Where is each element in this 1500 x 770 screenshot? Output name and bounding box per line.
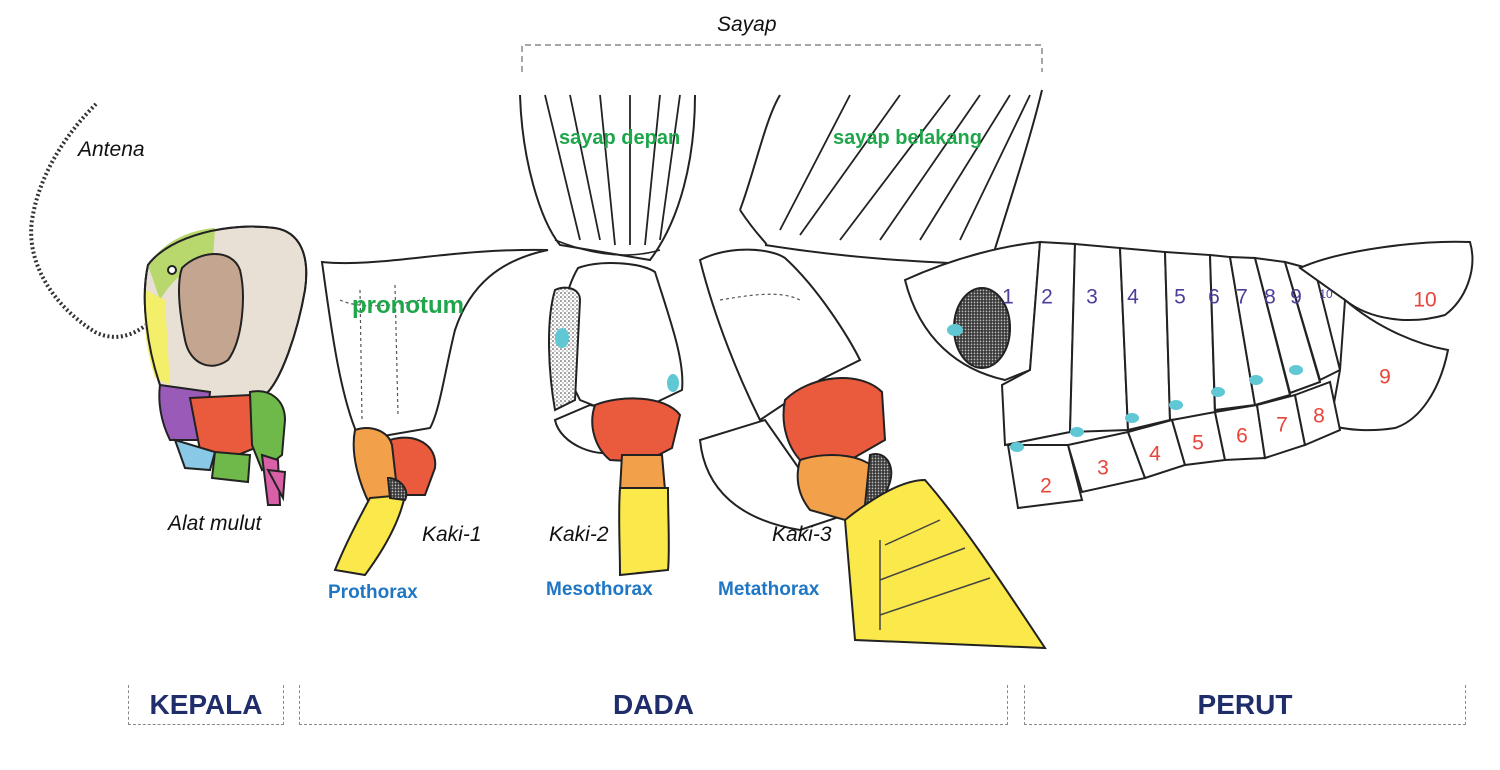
kaki-2-label: Kaki-2 [549, 523, 609, 546]
sternite-number: 3 [1097, 456, 1109, 480]
femur-3 [843, 478, 1047, 650]
tergite-number: 1 [1002, 285, 1014, 309]
sternite-number: 2 [1040, 474, 1052, 498]
tergite-number: 8 [1264, 285, 1276, 309]
sayap-depan-label: sayap depan [559, 127, 681, 149]
sternite-number: 8 [1313, 404, 1325, 428]
antenna [29, 102, 154, 339]
antena-label: Antena [78, 138, 145, 161]
tergite-number: 3 [1086, 285, 1098, 309]
section-kepala-label: KEPALA [149, 688, 263, 720]
tergite-number: 9 [1290, 285, 1302, 309]
section-perut: PERUT [1024, 685, 1466, 725]
mesothorax-drawing [519, 94, 696, 577]
section-perut-label: PERUT [1197, 688, 1293, 720]
head [29, 102, 308, 506]
sternite-number: 9 [1379, 365, 1391, 389]
prothorax-drawing [320, 248, 549, 577]
tergite-number: 7 [1236, 285, 1248, 309]
section-dada: DADA [299, 685, 1008, 725]
sayap-label: Sayap [717, 13, 777, 36]
alat-mulut-label: Alat mulut [168, 512, 262, 535]
mesothorax-label: Mesothorax [546, 579, 653, 600]
tergite-number: 4 [1127, 285, 1139, 309]
kaki-3-label: Kaki-3 [772, 523, 832, 546]
tergite-number: 10 [1413, 288, 1437, 312]
femur-1 [333, 493, 407, 577]
abdomen-drawing [903, 240, 1474, 510]
coxa-2 [591, 397, 682, 464]
sayap-bracket [521, 44, 1043, 72]
femur-2 [618, 487, 670, 577]
section-kepala: KEPALA [128, 685, 284, 725]
tergite-number: 2 [1041, 285, 1053, 309]
sternite-number: 7 [1276, 413, 1288, 437]
compound-eye [178, 253, 244, 367]
pronotum-label: pronotum [352, 292, 464, 319]
sternite-number: 6 [1236, 424, 1248, 448]
sternite-number: 4 [1149, 442, 1161, 466]
metathorax-drawing [698, 89, 1047, 650]
sternite-number: 5 [1192, 431, 1204, 455]
kaki-1-label: Kaki-1 [422, 523, 482, 546]
metathorax-label: Metathorax [718, 579, 820, 600]
prothorax-label: Prothorax [328, 582, 418, 603]
section-dada-label: DADA [613, 688, 694, 720]
tergite-number: 6 [1208, 285, 1220, 309]
tergite-number: 5 [1174, 285, 1186, 309]
tergite-number: 10 [1319, 287, 1333, 301]
sayap-belakang-label: sayap belakang [833, 127, 982, 149]
coxa-3 [782, 377, 887, 467]
